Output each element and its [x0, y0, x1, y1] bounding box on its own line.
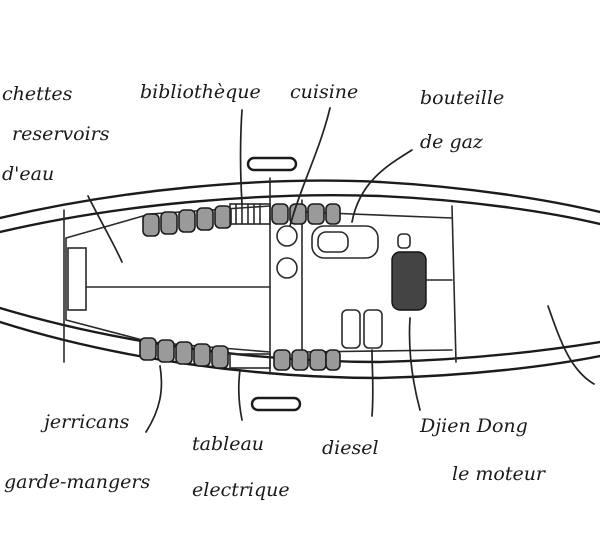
arrow-bibliotheque: [239, 109, 243, 205]
electric-panel: [229, 353, 271, 369]
hull-outer-bottom: [0, 320, 600, 380]
label-bouteille: bouteille: [420, 87, 504, 109]
arrow-right-area: [547, 305, 595, 385]
label-electrique: electrique: [192, 479, 290, 501]
water-tanks-top: [142, 203, 341, 237]
bulkhead-engine: [451, 205, 457, 363]
arrow-moteur: [408, 317, 421, 411]
hull-inner-bottom: [0, 306, 600, 364]
gas-bottle-inner: [317, 231, 349, 253]
jerricans-bottom: [139, 337, 341, 371]
label-couchettes: chettes: [2, 83, 73, 105]
label-jerricans: jerricans: [40, 411, 130, 433]
gas-bottle: [311, 225, 379, 259]
arrow-diesel: [371, 349, 374, 417]
berth-head: [67, 247, 87, 311]
galley-sink: [276, 257, 298, 279]
label-djiendong: Djien Dong: [419, 415, 528, 437]
label-gardemangers: garde-mangers: [4, 471, 150, 493]
arrow-jerricans: [145, 365, 163, 433]
label-diesel: diesel: [322, 437, 379, 459]
label-deau: d'eau: [2, 163, 54, 185]
arrow-reservoirs: [87, 195, 123, 263]
arrow-bouteille: [351, 149, 413, 223]
bookshelf: [229, 203, 271, 225]
hull-inner-top: [0, 194, 600, 234]
hull-outer-top: [0, 179, 600, 220]
arrow-tableau: [237, 369, 243, 421]
label-degaz: de gaz: [420, 131, 484, 153]
arrow-cuisine: [289, 107, 331, 227]
label-bibliotheque: bibliothèque: [140, 81, 261, 103]
engine-mount: [397, 233, 411, 249]
galley-stove: [276, 225, 298, 247]
diesel-tank-left: [341, 309, 361, 349]
diesel-tank-right: [363, 309, 383, 349]
label-cuisine: cuisine: [290, 81, 358, 103]
hatch-top: [246, 156, 298, 172]
label-tableau: tableau: [192, 433, 264, 455]
label-reservoirs: reservoirs: [12, 123, 110, 145]
engine-block: [391, 251, 427, 311]
hatch-bottom: [250, 396, 302, 412]
label-lemoteur: le moteur: [452, 463, 547, 485]
